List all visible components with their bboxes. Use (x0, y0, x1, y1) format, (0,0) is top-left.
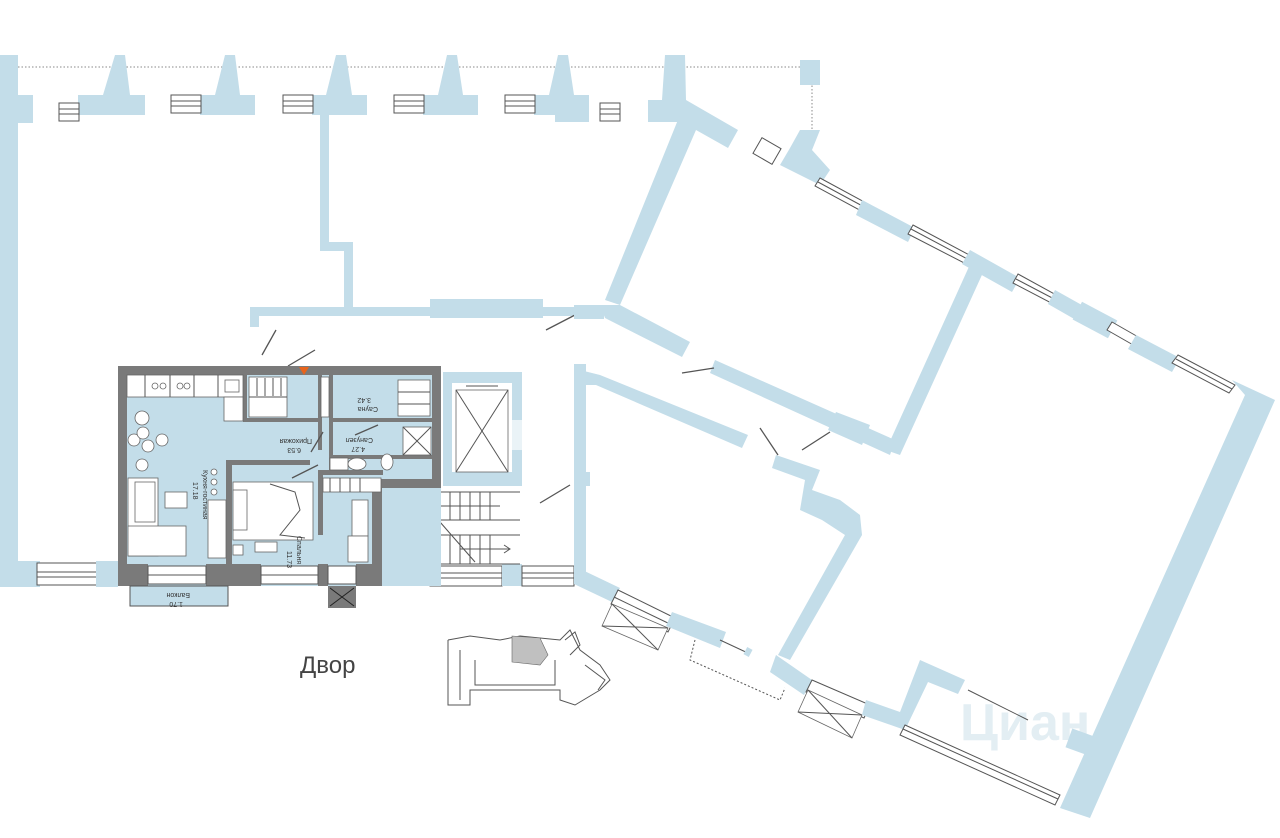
bedroom-furniture (232, 431, 382, 563)
kitchen-area: 17.18 (191, 482, 198, 500)
room-label-bathroom: Санузел 4.27 (346, 436, 373, 452)
balcony-name: Балкон (166, 591, 190, 598)
bedroom-area: 11.73 (285, 551, 292, 568)
bathroom-fixtures (329, 379, 432, 471)
stairwell (419, 372, 571, 565)
room-label-bedroom: Спальня 11.73 (285, 536, 302, 568)
bathroom-area: 4.27 (351, 445, 365, 452)
hallway-area: 6.53 (287, 446, 301, 453)
bedroom-name: Спальня (295, 536, 302, 564)
room-label-sauna: Сауна 3.42 (357, 396, 378, 412)
right-wing-walls (574, 100, 1275, 818)
apartment[interactable]: Кухня-гостиная 17.18 Прихожая 6.53 Сауна… (118, 366, 441, 608)
room-label-kitchen: Кухня-гостиная 17.18 (191, 470, 208, 520)
kitchen-furniture (126, 374, 244, 559)
entrance-marker (299, 367, 309, 375)
sauna-name: Сауна (358, 405, 378, 412)
hallway-name: Прихожая (279, 437, 312, 444)
room-label-hallway: Прихожая 6.53 (279, 437, 312, 453)
hallway-wardrobe (248, 376, 330, 418)
sauna-area: 3.42 (357, 396, 371, 403)
balcony-area: 1.70 (169, 600, 183, 607)
bathroom-name: Санузел (346, 436, 373, 443)
site-minimap (447, 629, 611, 706)
room-label-balcony: Балкон 1.70 (166, 591, 190, 607)
kitchen-name: Кухня-гостиная (201, 470, 208, 520)
yard-label: Двор (300, 652, 355, 679)
